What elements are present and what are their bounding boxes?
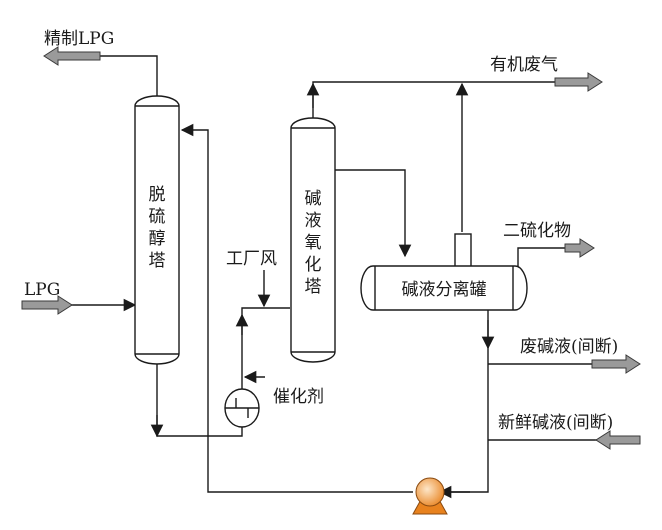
catalyst-mixer (224, 388, 260, 428)
demercaptanizer-column (134, 95, 180, 365)
caustic-pump (412, 477, 448, 515)
caustic-oxidizer-char: 液 (305, 211, 322, 231)
caustic-oxidizer-char: 氧 (305, 233, 322, 253)
caustic-oxidizer-char: 碱 (305, 189, 322, 209)
organic-exhaust-label: 有机废气 (490, 55, 558, 75)
fresh-caustic-stream-arrow (595, 430, 641, 450)
rich-caustic-line (156, 362, 243, 437)
oxidizer-feed-line (241, 307, 290, 390)
demercaptanizer-char: 塔 (149, 251, 166, 271)
refined-lpg-line (100, 55, 158, 98)
demercaptanizer-char: 脱 (149, 185, 166, 205)
refined-lpg-stream-arrow (43, 46, 101, 66)
lean-caustic-return-line (180, 123, 413, 493)
organic-exhaust-stream-arrow (554, 72, 603, 92)
demercaptanizer-label: 脱 硫 醇 塔 (149, 185, 166, 271)
caustic-oxidizer-char: 化 (305, 255, 322, 275)
disulfide-stream-arrow (564, 238, 595, 258)
caustic-oxidizer-column (290, 117, 336, 363)
refined-lpg-label: 精制LPG (44, 29, 114, 49)
separator-bottom-line (437, 310, 489, 493)
lpg-inlet-stream-arrow (21, 295, 73, 315)
caustic-separator-label: 碱液分离罐 (402, 280, 487, 300)
disulfide-line (517, 247, 568, 268)
catalyst-label: 催化剂 (273, 387, 324, 407)
caustic-separator-drum (360, 233, 528, 311)
oxidizer-to-separator-line (333, 169, 412, 258)
demercaptanizer-char: 醇 (149, 229, 166, 249)
waste-caustic-label: 废碱液(间断) (520, 337, 618, 357)
demercaptanizer-char: 硫 (149, 207, 166, 227)
oxidizer-vent-line (312, 81, 465, 120)
lpg-inlet-label: LPG (24, 280, 60, 300)
caustic-oxidizer-label: 碱 液 氧 化 塔 (305, 189, 322, 297)
waste-caustic-stream-arrow (591, 354, 641, 374)
disulfide-label: 二硫化物 (503, 221, 571, 241)
fresh-caustic-label: 新鲜碱液(间断) (498, 413, 613, 433)
factory-air-label: 工厂风 (226, 249, 277, 269)
caustic-oxidizer-char: 塔 (305, 277, 322, 297)
